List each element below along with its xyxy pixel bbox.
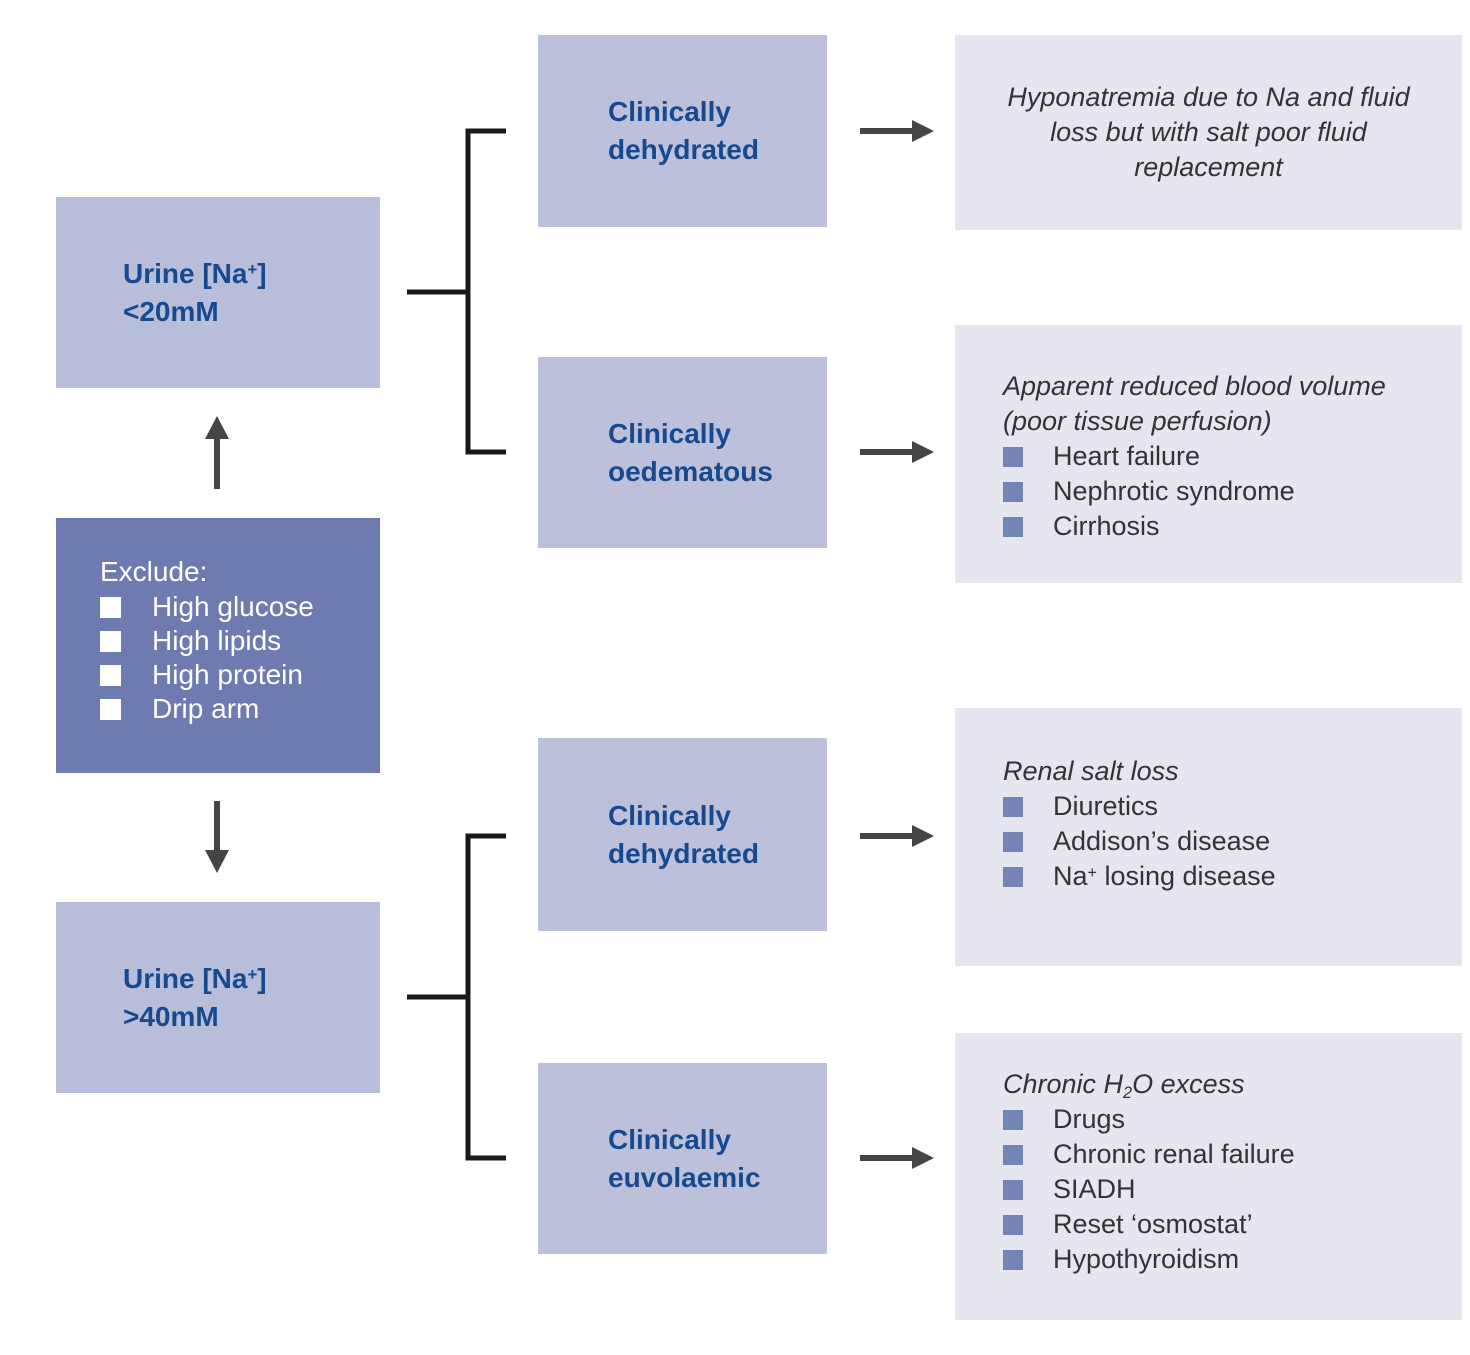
outcome-item: Diuretics	[1003, 789, 1432, 824]
branch-bracket-upper	[465, 128, 506, 455]
outcome-renal-salt-loss-box: Renal salt loss Diuretics Addison’s dise…	[955, 708, 1462, 966]
arrow-down-icon	[205, 801, 229, 873]
urine-na-high-box: Urine [Na+] >40mM	[56, 902, 380, 1093]
outcome-heading: Chronic H2O excess	[1003, 1069, 1245, 1102]
outcome-heading: Renal salt loss	[1003, 756, 1179, 786]
clinically-oedematous-box: Clinically oedematous	[538, 357, 827, 548]
arrow-right-icon-3	[860, 825, 934, 847]
outcome-item: Hypothyroidism	[1003, 1242, 1432, 1277]
urine-na-low-label: Urine [Na+] <20mM	[123, 257, 267, 327]
bullet-square-icon	[100, 665, 121, 686]
urine-na-low-box: Urine [Na+] <20mM	[56, 197, 380, 388]
arrow-right-icon-2	[860, 441, 934, 463]
bullet-square-icon	[1003, 797, 1023, 817]
bullet-square-icon	[1003, 482, 1023, 502]
bullet-square-icon	[100, 597, 121, 618]
exclude-item: High protein	[100, 658, 370, 692]
outcome-item: Drugs	[1003, 1102, 1432, 1137]
outcome-item: SIADH	[1003, 1172, 1432, 1207]
bullet-square-icon	[1003, 517, 1023, 537]
exclude-item: Drip arm	[100, 692, 370, 726]
clinically-dehydrated-box-1: Clinically dehydrated	[538, 35, 827, 227]
outcome-item: Reset ‘osmostat’	[1003, 1207, 1432, 1242]
clinically-dehydrated-box-2: Clinically dehydrated	[538, 738, 827, 931]
arrow-right-icon-1	[860, 120, 934, 142]
outcome-item: Nephrotic syndrome	[1003, 474, 1432, 509]
arrow-right-icon-4	[860, 1147, 934, 1169]
exclude-item: High lipids	[100, 624, 370, 658]
outcome-item: Cirrhosis	[1003, 509, 1432, 544]
bullet-square-icon	[100, 631, 121, 652]
outcome-item: Na+ losing disease	[1003, 859, 1432, 894]
bullet-square-icon	[1003, 1215, 1023, 1235]
arrow-up-icon	[205, 416, 229, 489]
bullet-square-icon	[1003, 447, 1023, 467]
exclude-box: Exclude: High glucose High lipids High p…	[56, 518, 380, 773]
outcome-item: Heart failure	[1003, 439, 1432, 474]
outcome-item: Chronic renal failure	[1003, 1137, 1432, 1172]
clinically-euvolaemic-box: Clinically euvolaemic	[538, 1063, 827, 1254]
bullet-square-icon	[1003, 1145, 1023, 1165]
bullet-square-icon	[1003, 832, 1023, 852]
urine-na-high-label: Urine [Na+] >40mM	[123, 962, 267, 1032]
outcome-heading: (poor tissue perfusion)	[1003, 406, 1272, 436]
exclude-item: High glucose	[100, 590, 370, 624]
bullet-square-icon	[1003, 1180, 1023, 1200]
outcome-chronic-water-excess-box: Chronic H2O excess Drugs Chronic renal f…	[955, 1033, 1462, 1320]
outcome-heading: Apparent reduced blood volume	[1003, 371, 1386, 401]
outcome-salt-poor-replacement-box: Hyponatremia due to Na and fluid loss bu…	[955, 35, 1462, 230]
bullet-square-icon	[1003, 867, 1023, 887]
outcome-reduced-blood-volume-box: Apparent reduced blood volume (poor tiss…	[955, 325, 1462, 583]
bullet-square-icon	[1003, 1250, 1023, 1270]
branch-bracket-lower	[465, 833, 506, 1161]
exclude-title: Exclude:	[100, 556, 208, 587]
outcome-item: Addison’s disease	[1003, 824, 1432, 859]
bullet-square-icon	[1003, 1110, 1023, 1130]
bullet-square-icon	[100, 699, 121, 720]
